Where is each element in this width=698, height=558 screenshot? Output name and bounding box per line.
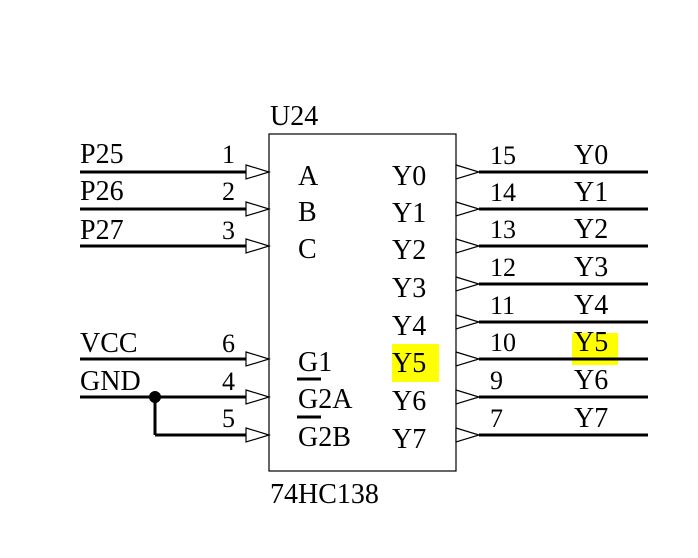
- net-label-gnd: GND: [80, 366, 141, 397]
- pin-number-9: 9: [490, 366, 503, 395]
- pin-number-7: 7: [490, 404, 503, 433]
- pin-func-y6: Y6: [392, 386, 426, 417]
- pin-14-arrow: [455, 201, 482, 217]
- net-label-p26: P26: [80, 176, 124, 207]
- pin-func-y0: Y0: [392, 161, 426, 192]
- net-label-vcc: VCC: [80, 328, 138, 359]
- pin-6-arrow: [245, 351, 272, 367]
- pin-func-y7: Y7: [392, 424, 426, 455]
- pin-2-arrow: [245, 201, 272, 217]
- pin-func-c: C: [298, 234, 317, 265]
- pin-15-arrow: [455, 164, 482, 180]
- pin-13-arrow: [455, 238, 482, 254]
- pin-11-arrow: [455, 314, 482, 330]
- highlight-y5-inner: [392, 344, 439, 382]
- net-label-y5: Y5: [574, 327, 608, 358]
- pin-func-g1: G1: [298, 347, 332, 378]
- chip-body: [268, 133, 457, 472]
- pin-func-a: A: [298, 161, 319, 192]
- pin-10-arrow: [455, 351, 482, 367]
- pin-func-y1: Y1: [392, 198, 426, 229]
- pin-number-3: 3: [222, 216, 235, 245]
- pin-12-arrow: [455, 276, 482, 292]
- pin-number-15: 15: [490, 141, 516, 170]
- pin-func-y4: Y4: [392, 311, 426, 342]
- pin-1-arrow: [245, 164, 272, 180]
- junction-dot: [149, 391, 161, 403]
- net-label-y7: Y7: [574, 403, 608, 434]
- net-label-y6: Y6: [574, 365, 608, 396]
- chip-part: 74HC138: [270, 479, 379, 510]
- pin-number-4: 4: [222, 367, 235, 396]
- net-label-y2: Y2: [574, 214, 608, 245]
- pin-number-6: 6: [222, 329, 235, 358]
- pin-7-arrow: [455, 427, 482, 443]
- pin-func-y5: Y5: [392, 348, 426, 379]
- net-label-y4: Y4: [574, 290, 608, 321]
- pin-number-12: 12: [490, 253, 516, 282]
- pin-number-10: 10: [490, 328, 516, 357]
- net-label-y0: Y0: [574, 140, 608, 171]
- pin-3-arrow: [245, 238, 272, 254]
- pin-func-y2: Y2: [392, 235, 426, 266]
- pin-func-g2a: G2A: [298, 384, 353, 415]
- pin-number-1: 1: [222, 140, 235, 169]
- pin-number-14: 14: [490, 178, 516, 207]
- net-label-p25: P25: [80, 139, 124, 170]
- pin-number-5: 5: [222, 404, 235, 433]
- pin-number-11: 11: [490, 291, 515, 320]
- pin-number-13: 13: [490, 215, 516, 244]
- net-label-p27: P27: [80, 215, 124, 246]
- pin-func-g2b: G2B: [298, 422, 351, 453]
- pin-number-2: 2: [222, 177, 235, 206]
- pin-func-b: B: [298, 197, 317, 228]
- net-label-y1: Y1: [574, 177, 608, 208]
- pin-4-arrow: [245, 389, 272, 405]
- pin-5-arrow: [245, 427, 272, 443]
- pin-9-arrow: [455, 389, 482, 405]
- net-label-y3: Y3: [574, 252, 608, 283]
- chip-ref: U24: [270, 101, 318, 132]
- pin-func-y3: Y3: [392, 273, 426, 304]
